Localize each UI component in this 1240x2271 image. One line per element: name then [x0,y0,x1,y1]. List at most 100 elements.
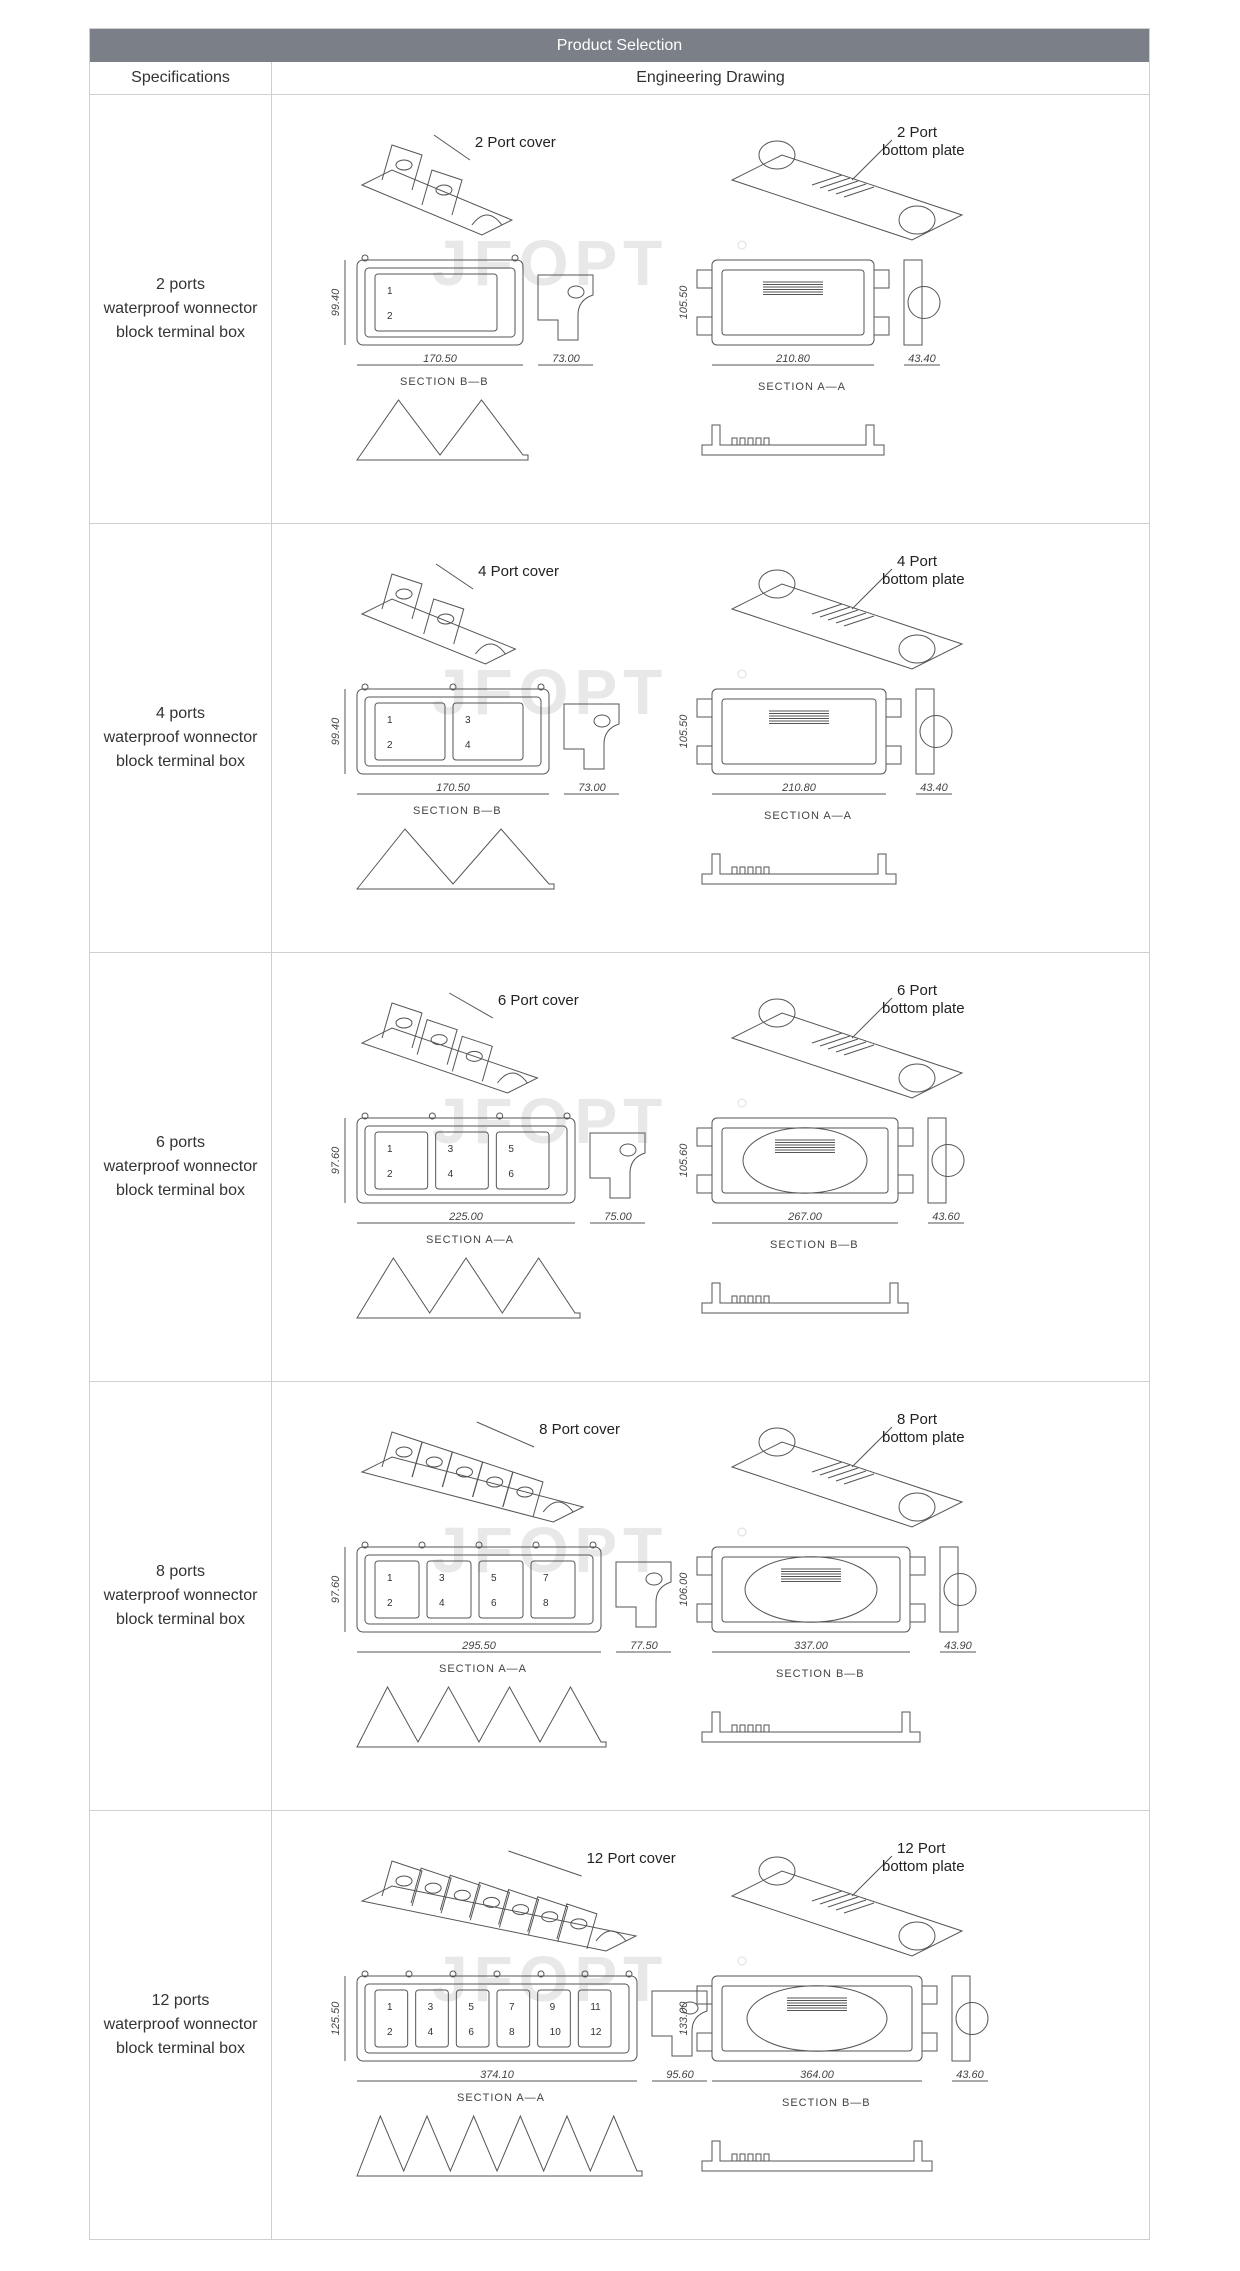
plate-base [730,583,964,670]
screw-boss [496,1112,504,1120]
watermark-text: JFOPT [432,656,668,728]
section-left-label: SECTION A—A [426,1234,514,1246]
watermark-mark [737,1098,747,1108]
port-number: 1 [387,1144,393,1155]
plate-tab [696,2032,713,2052]
dim-plate-width: 210.80 [775,353,811,365]
port-number: 4 [428,2027,434,2038]
port-number: 8 [509,2027,515,2038]
plate-label-line1: 4 Port [897,553,938,570]
plate-inner [721,1985,913,2052]
spec-line: block terminal box [116,753,245,770]
port-number: 5 [468,2002,474,2013]
plate-tab [873,269,890,289]
plate-rib [811,174,843,186]
plate-label-line1: 8 Port [897,1411,938,1428]
plate-tab [696,1556,713,1576]
cover-top-view [344,1970,708,2082]
cover-port-slot [374,1989,409,2048]
cover-port-hole [570,1918,588,1930]
plate-rib [843,1044,875,1056]
plate-base [730,154,964,241]
screw-boss [532,1541,540,1549]
cover-port-hole [395,588,413,600]
cover-inner [364,1125,568,1196]
cover-hump [421,169,463,216]
dim-plate-side: 43.60 [956,2069,984,2081]
screw-boss [449,1970,457,1978]
plate-leader-line [851,139,893,181]
cover-port-slot [374,273,498,332]
cover-arch [497,1072,528,1084]
dim-plate-side: 43.60 [932,1211,960,1223]
screw-boss [449,683,457,691]
cover-port-hole [435,184,453,196]
plate-port-right [898,1921,936,1951]
dim-plate-side: 43.40 [920,782,948,794]
port-number: 6 [508,1169,514,1180]
cover-3d-view [360,1850,638,1952]
section-peaks [356,2114,643,2177]
plate-outline [711,688,887,775]
dim-plate-side: 43.90 [944,1640,972,1652]
dim-cover-width: 225.00 [448,1211,484,1223]
port-number: 7 [509,2002,515,2013]
screw-boss [418,1541,426,1549]
section-plate-shape [701,1711,921,1743]
section-left-label: SECTION A—A [457,2092,545,2104]
spec-line: block terminal box [116,324,245,341]
cover-port-slot [495,1131,550,1190]
cover-label: 6 Port cover [498,992,579,1009]
plate-tab [696,1174,713,1194]
dim-side-width: 73.00 [552,353,580,365]
cover-leader-line [433,134,471,161]
cover-arch [542,1501,574,1513]
section-plate-shape [701,2140,933,2172]
section-plate-shape [701,1282,909,1314]
plate-tab [873,316,890,336]
spec-line: waterproof wonnector [103,729,258,746]
plate-leader-line [851,568,893,610]
port-number: 6 [468,2027,474,2038]
section-left-profile [355,828,555,890]
plate-rib [843,1902,875,1914]
cover-port-slot [452,702,524,761]
spec-line: block terminal box [116,1611,245,1628]
fiber-tray-loop [746,1985,888,2052]
cover-port-hole [541,1911,559,1923]
screw-boss [589,1541,597,1549]
header-row: Specifications Engineering Drawing [90,62,1149,95]
dim-side-width: 73.00 [578,782,606,794]
port-number: 5 [491,1573,497,1584]
screw-boss [581,1970,589,1978]
section-peaks [356,1685,607,1748]
plate-3d-view [730,568,964,670]
section-left-profile [356,1685,607,1748]
cover-label: 4 Port cover [478,563,559,580]
plate-rib [835,183,867,195]
section-peaks [356,399,529,461]
section-right-profile [701,2140,933,2172]
plate-side-port [919,715,953,748]
section-rib [731,866,738,875]
cover-port-hole [424,1882,442,1894]
cover-port-slot [478,1560,524,1619]
cover-leader-line [435,563,474,590]
plate-inner [721,698,877,765]
side-hole [567,285,585,299]
port-number: 2 [387,1598,393,1609]
cover-port-hole [486,1476,504,1488]
section-rib [731,1724,738,1733]
section-left-profile [356,399,529,461]
plate-port-left [758,1856,796,1886]
cover-base [360,169,514,236]
side-hole [645,1572,663,1586]
section-rib [739,2153,746,2162]
cover-arch [595,1930,627,1942]
cover-port-hole [395,1017,413,1029]
plate-tab [909,1556,926,1576]
